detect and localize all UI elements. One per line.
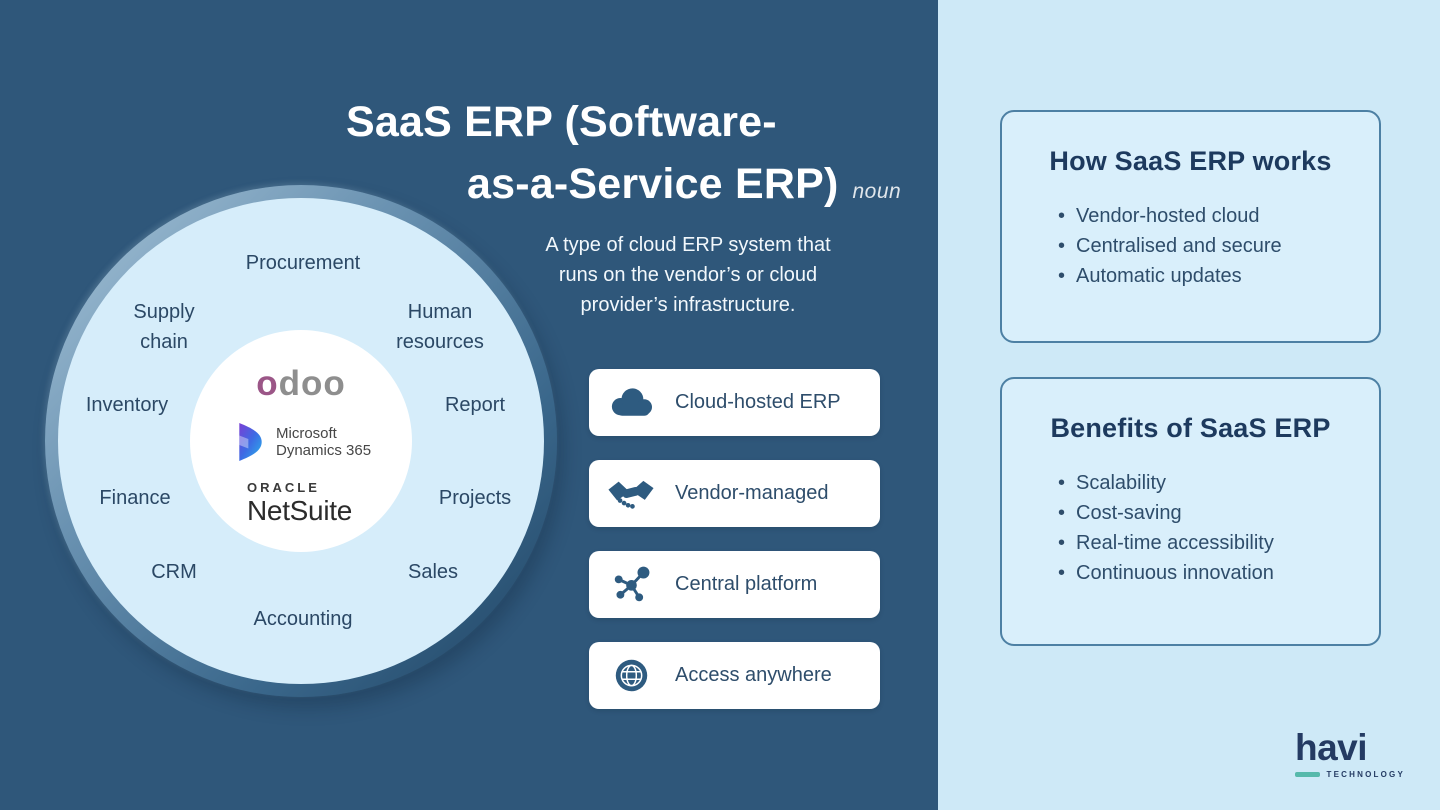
- module-inventory: Inventory: [85, 394, 169, 416]
- odoo-logo: odoo: [256, 364, 346, 404]
- list-item: Continuous innovation: [1058, 558, 1379, 588]
- feature-card-label: Vendor-managed: [675, 482, 829, 504]
- havi-technology-logo: havi TECHNOLOGY: [1295, 728, 1405, 779]
- feature-card-cloud-hosted: Cloud-hosted ERP: [589, 369, 880, 436]
- odoo-logo-rest: doo: [278, 364, 346, 403]
- globe-icon: [605, 657, 657, 694]
- handshake-icon: [605, 478, 657, 510]
- module-crm: CRM: [151, 561, 197, 583]
- list-item: Real-time accessibility: [1058, 528, 1379, 558]
- feature-card-access-anywhere: Access anywhere: [589, 642, 880, 709]
- module-report: Report: [444, 394, 506, 416]
- list-item: Vendor-hosted cloud: [1058, 201, 1379, 231]
- module-finance: Finance: [99, 487, 171, 509]
- feature-card-column: Cloud-hosted ERP Vendor-managed: [589, 369, 880, 733]
- benefits-of-saas-erp-card: Benefits of SaaS ERP Scalability Cost-sa…: [1000, 377, 1381, 646]
- module-projects: Projects: [438, 487, 512, 509]
- erp-module-wheel: Procurement Supply chain Human resources…: [45, 185, 557, 697]
- odoo-logo-first-letter: o: [256, 364, 279, 403]
- feature-card-vendor-managed: Vendor-managed: [589, 460, 880, 527]
- how-saas-erp-works-card: How SaaS ERP works Vendor-hosted cloud C…: [1000, 110, 1381, 343]
- dynamics365-icon: [239, 423, 262, 461]
- feature-card-central-platform: Central platform: [589, 551, 880, 618]
- network-icon: [605, 564, 657, 605]
- module-human-resources: Human resources: [396, 301, 484, 353]
- module-supply-chain: Supply chain: [133, 301, 195, 353]
- definition-text: A type of cloud ERP system that runs on …: [545, 234, 831, 316]
- vendor-hub-circle: odoo Microsoft Dynamics: [190, 330, 412, 552]
- page-title-line2-text: as-a-Service ERP): [467, 160, 839, 208]
- page-title-line2: as-a-Service ERP) noun: [467, 160, 901, 209]
- module-accounting: Accounting: [253, 608, 353, 630]
- oracle-wordmark: ORACLE: [247, 480, 320, 495]
- havi-logo-tagline-row: TECHNOLOGY: [1295, 770, 1405, 779]
- feature-card-label: Central platform: [675, 573, 818, 595]
- list-item: Scalability: [1058, 468, 1379, 498]
- havi-logo-wordmark: havi: [1295, 727, 1368, 768]
- benefits-of-saas-erp-title: Benefits of SaaS ERP: [1050, 413, 1331, 443]
- list-item: Automatic updates: [1058, 261, 1379, 291]
- oracle-netsuite-logo: ORACLE NetSuite: [247, 480, 352, 527]
- module-procurement: Procurement: [245, 252, 361, 274]
- feature-card-label: Cloud-hosted ERP: [675, 391, 841, 413]
- netsuite-wordmark: NetSuite: [247, 495, 352, 526]
- havi-tagline: TECHNOLOGY: [1326, 770, 1405, 779]
- list-item: Centralised and secure: [1058, 231, 1379, 261]
- list-item: Cost-saving: [1058, 498, 1379, 528]
- part-of-speech-label: noun: [852, 180, 902, 203]
- cloud-icon: [605, 387, 657, 418]
- dynamics365-line1: Microsoft: [276, 425, 337, 442]
- page-title-line1: SaaS ERP (Software-: [346, 98, 777, 146]
- microsoft-dynamics-logo: Microsoft Dynamics 365: [235, 423, 371, 461]
- how-saas-erp-works-list: Vendor-hosted cloud Centralised and secu…: [1002, 201, 1379, 291]
- feature-card-label: Access anywhere: [675, 664, 832, 686]
- dynamics365-wordmark: Microsoft Dynamics 365: [276, 425, 371, 459]
- benefits-of-saas-erp-list: Scalability Cost-saving Real-time access…: [1002, 468, 1379, 588]
- module-sales: Sales: [407, 561, 459, 583]
- dynamics365-line2: Dynamics 365: [276, 442, 372, 459]
- havi-teal-bar: [1295, 772, 1320, 777]
- how-saas-erp-works-title: How SaaS ERP works: [1049, 146, 1332, 176]
